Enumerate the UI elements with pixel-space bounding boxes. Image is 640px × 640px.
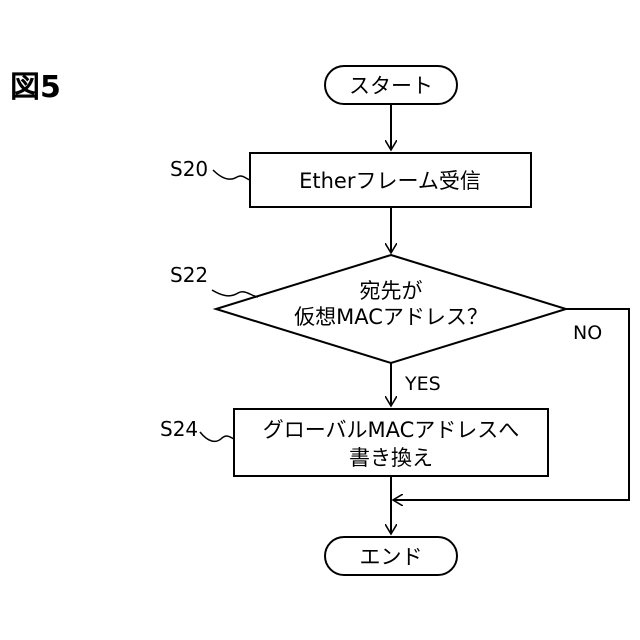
step-label-s20: S20 [170, 157, 208, 181]
no-label: NO [573, 322, 602, 344]
start-label: スタート [349, 74, 433, 98]
s22-text-line2: 仮想MACアドレス？ [294, 305, 488, 329]
step-label-s24: S24 [160, 417, 198, 441]
leader-s22 [212, 290, 258, 297]
yes-label: YES [404, 373, 441, 395]
s22-text-line1: 宛先が [360, 279, 423, 303]
figure-title: 図5 [10, 70, 61, 105]
step-label-s22: S22 [170, 263, 208, 287]
leader-s20 [213, 170, 250, 180]
process-box-s24: グローバルMACアドレスへ 書き換え [234, 409, 548, 476]
decision-diamond-s22: 宛先が 仮想MACアドレス？ [216, 255, 566, 363]
end-terminal: エンド [325, 537, 457, 575]
process-box-s20: Etherフレーム受信 [250, 153, 531, 207]
s24-text-line1: グローバルMACアドレスへ [263, 418, 520, 442]
s20-text: Etherフレーム受信 [299, 169, 481, 193]
start-terminal: スタート [325, 66, 457, 104]
leader-s24 [200, 432, 234, 441]
s24-text-line2: 書き換え [349, 446, 433, 470]
end-label: エンド [360, 545, 423, 569]
